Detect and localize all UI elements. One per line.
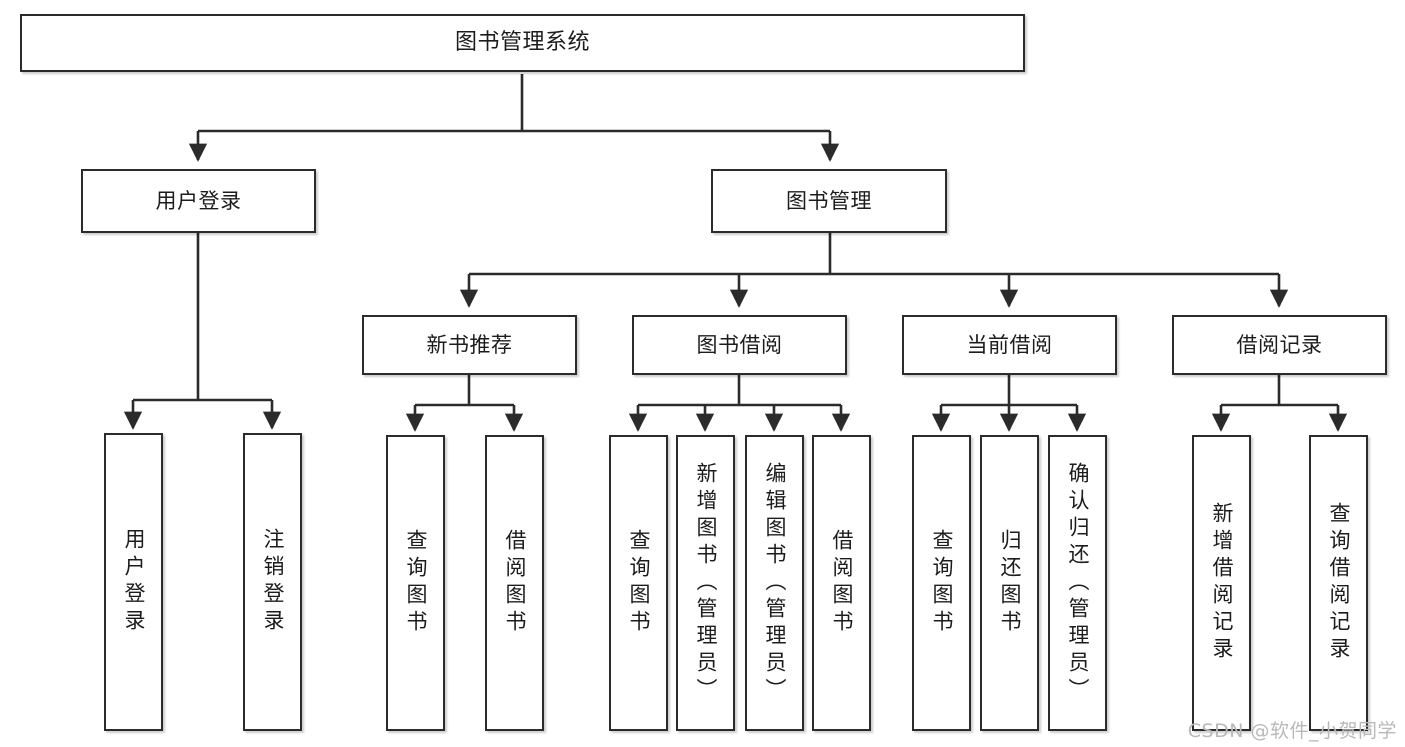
node-leaf-confirm-return[interactable]: 确认归还（管理员） [1048, 435, 1107, 731]
node-borrow-record-label: 借阅记录 [1236, 332, 1323, 357]
node-leaf-query-book-3-label: 查询图书 [930, 529, 954, 637]
node-leaf-query-record-label: 查询借阅记录 [1327, 502, 1351, 664]
csdn-watermark: CSDN @软件_小贺同学 [1187, 720, 1397, 742]
node-leaf-borrow-book-1-label: 借阅图书 [503, 529, 527, 637]
node-leaf-query-book-1[interactable]: 查询图书 [386, 435, 445, 731]
node-leaf-query-book-2-label: 查询图书 [627, 529, 651, 637]
node-leaf-return-book-label: 归还图书 [998, 529, 1022, 637]
node-new-book-recommend[interactable]: 新书推荐 [362, 315, 577, 375]
node-leaf-borrow-book-2-label: 借阅图书 [830, 529, 854, 637]
node-book-manage[interactable]: 图书管理 [711, 169, 947, 233]
node-leaf-user-login[interactable]: 用户登录 [104, 433, 163, 731]
node-user-login[interactable]: 用户登录 [81, 169, 316, 233]
node-root-label: 图书管理系统 [454, 30, 590, 56]
node-leaf-borrow-book-1[interactable]: 借阅图书 [485, 435, 544, 731]
node-leaf-query-record[interactable]: 查询借阅记录 [1309, 435, 1368, 731]
node-leaf-borrow-book-2[interactable]: 借阅图书 [812, 435, 871, 731]
node-user-login-label: 用户登录 [155, 188, 242, 213]
node-leaf-edit-book[interactable]: 编辑图书（管理员） [745, 435, 804, 731]
node-leaf-logout-login[interactable]: 注销登录 [243, 433, 302, 731]
node-leaf-add-record[interactable]: 新增借阅记录 [1192, 435, 1251, 731]
node-leaf-query-book-2[interactable]: 查询图书 [609, 435, 668, 731]
node-leaf-user-login-label: 用户登录 [122, 528, 146, 636]
node-current-borrow-label: 当前借阅 [966, 332, 1053, 357]
node-leaf-add-book-label: 新增图书（管理员） [694, 461, 718, 705]
node-leaf-query-book-3[interactable]: 查询图书 [912, 435, 971, 731]
node-leaf-edit-book-label: 编辑图书（管理员） [763, 461, 787, 705]
node-borrow-record[interactable]: 借阅记录 [1172, 315, 1387, 375]
node-book-borrow[interactable]: 图书借阅 [632, 315, 847, 375]
node-current-borrow[interactable]: 当前借阅 [902, 315, 1117, 375]
node-leaf-add-book[interactable]: 新增图书（管理员） [676, 435, 735, 731]
node-new-book-recommend-label: 新书推荐 [426, 332, 513, 357]
node-leaf-logout-login-label: 注销登录 [261, 528, 285, 636]
node-root[interactable]: 图书管理系统 [20, 14, 1025, 72]
node-leaf-add-record-label: 新增借阅记录 [1210, 502, 1234, 664]
node-book-manage-label: 图书管理 [786, 188, 872, 213]
node-leaf-confirm-return-label: 确认归还（管理员） [1066, 461, 1090, 705]
node-leaf-query-book-1-label: 查询图书 [404, 529, 428, 637]
node-book-borrow-label: 图书借阅 [696, 332, 783, 357]
node-leaf-return-book[interactable]: 归还图书 [980, 435, 1039, 731]
